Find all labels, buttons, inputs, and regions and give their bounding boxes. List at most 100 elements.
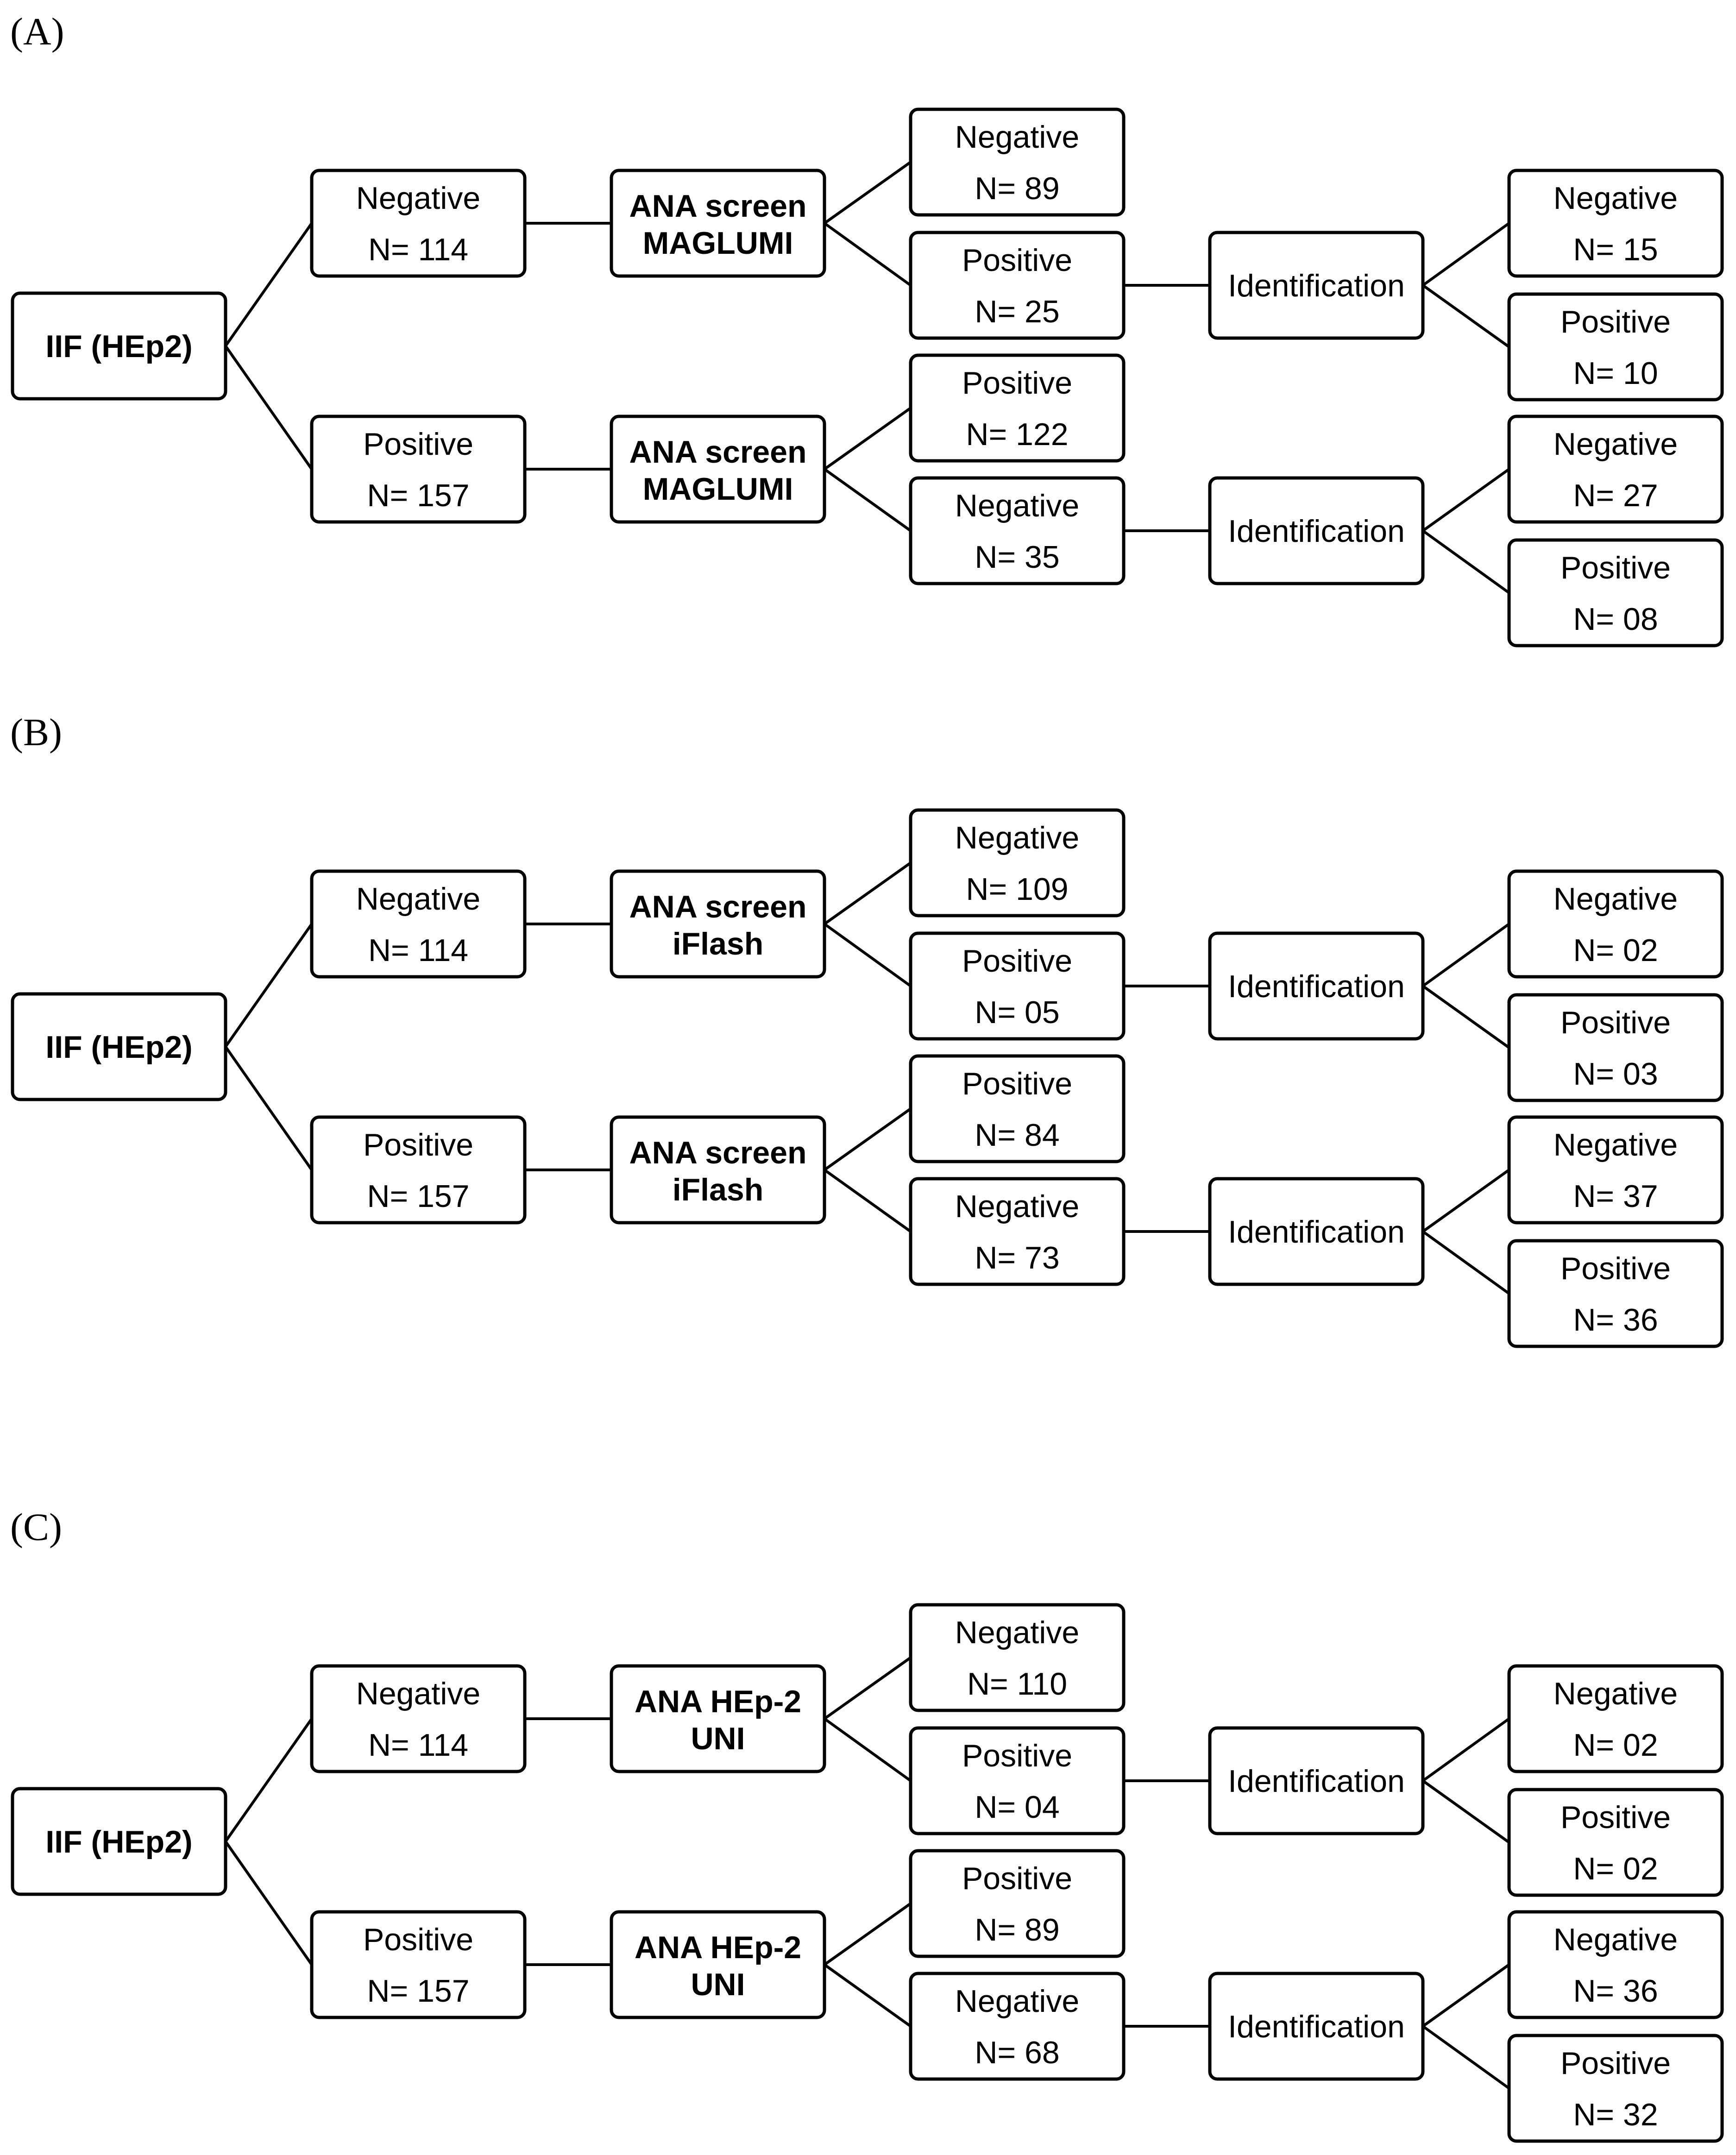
- assay-result-lower-box-text-2: N= 25: [975, 294, 1059, 329]
- identification-result-upper-box-text-1: Negative: [1554, 1676, 1678, 1711]
- assay-result-upper-box-text-1: Negative: [955, 119, 1079, 155]
- root-box-iif: IIF (HEp2): [11, 1787, 227, 1896]
- identification-box: Identification: [1208, 231, 1425, 340]
- identification-box: Identification: [1208, 476, 1425, 585]
- root-box-iif-text-1: IIF (HEp2): [45, 1030, 192, 1065]
- assay-box-text-1: ANA HEp-2: [635, 1684, 801, 1719]
- connector-identification-upper: [1422, 222, 1510, 287]
- connector-assay-to-lower: [824, 1717, 912, 1782]
- connector-identification-lower: [1422, 1230, 1510, 1295]
- assay-box-text-2: MAGLUMI: [643, 471, 793, 507]
- root-box-iif-text-1: IIF (HEp2): [45, 329, 192, 364]
- assay-result-upper-box-text-2: N= 110: [967, 1666, 1067, 1702]
- identification-result-lower-box-text-1: Positive: [1560, 1251, 1671, 1286]
- assay-result-lower-box-text-1: Positive: [962, 243, 1072, 278]
- connector-assay-to-lower: [824, 1169, 912, 1233]
- connector-identification-upper: [1422, 1963, 1510, 2028]
- connector-root-to-result: [224, 923, 313, 1048]
- assay-result-lower-box: Negative N= 68: [909, 1972, 1126, 2081]
- assay-result-upper-box-text-2: N= 122: [966, 417, 1068, 452]
- identification-result-upper-box-text-2: N= 02: [1573, 933, 1658, 968]
- connector-identification-lower: [1422, 529, 1510, 594]
- connector-assay-to-upper: [824, 1656, 912, 1720]
- connector-assay-to-lower: [824, 1963, 912, 2028]
- connector-assay-to-lower: [824, 222, 912, 287]
- assay-box-text-2: iFlash: [673, 926, 764, 961]
- assay-result-upper-box-text-1: Negative: [955, 1615, 1079, 1650]
- iif-result-box-text-1: Negative: [356, 881, 480, 917]
- connector-root-to-result: [224, 1718, 313, 1842]
- connector-root-to-result: [224, 222, 313, 347]
- assay-result-lower-box-text-1: Positive: [962, 943, 1072, 979]
- identification-box-text-1: Identification: [1228, 1214, 1405, 1250]
- assay-result-upper-box-text-1: Negative: [955, 820, 1079, 855]
- iif-result-box-text-1: Positive: [363, 1127, 473, 1162]
- connector-assay-to-upper: [824, 161, 912, 225]
- assay-result-upper-box-text-2: N= 84: [975, 1118, 1059, 1153]
- connector-identification-upper: [1422, 1169, 1510, 1233]
- identification-result-lower-box-text-2: N= 03: [1573, 1056, 1658, 1092]
- identification-result-lower-box-text-2: N= 32: [1573, 2097, 1658, 2132]
- assay-box-text-1: ANA screen: [629, 889, 807, 924]
- connector-assay-to-upper: [824, 1107, 912, 1171]
- iif-result-box-text-2: N= 157: [367, 1179, 469, 1214]
- connector-assay-to-upper: [824, 861, 912, 925]
- identification-result-lower-box-text-2: N= 02: [1573, 1851, 1658, 1886]
- assay-box-text-2: UNI: [691, 1967, 745, 2002]
- identification-result-upper-box-text-1: Negative: [1554, 427, 1678, 462]
- assay-result-upper-box-text-1: Positive: [962, 1861, 1072, 1896]
- identification-box: Identification: [1208, 1177, 1425, 1286]
- iif-result-box-text-1: Negative: [356, 181, 480, 216]
- identification-box-text-1: Identification: [1228, 969, 1405, 1004]
- identification-box: Identification: [1208, 931, 1425, 1041]
- connector-root-to-result: [224, 1841, 313, 1966]
- root-box-iif: IIF (HEp2): [11, 992, 227, 1101]
- assay-result-upper-box-text-2: N= 109: [966, 872, 1068, 907]
- assay-result-lower-box-text-2: N= 04: [975, 1790, 1059, 1825]
- assay-result-lower-box-text-1: Negative: [955, 488, 1079, 523]
- root-box-iif: IIF (HEp2): [11, 291, 227, 401]
- identification-result-upper-box-text-1: Negative: [1554, 1127, 1678, 1162]
- assay-box-text-1: ANA screen: [629, 1135, 807, 1170]
- assay-box-text-1: ANA screen: [629, 188, 807, 224]
- identification-result-lower-box-text-1: Positive: [1560, 2046, 1671, 2081]
- iif-result-box: Negative N= 114: [310, 169, 527, 278]
- panel-label: (B): [10, 711, 62, 754]
- identification-result-upper-box: Negative N= 02: [1507, 869, 1724, 979]
- root-box-iif-text-1: IIF (HEp2): [45, 1824, 192, 1860]
- iif-result-box: Positive N= 157: [310, 1115, 527, 1225]
- assay-box-text-2: iFlash: [673, 1172, 764, 1207]
- assay-result-lower-box: Positive N= 25: [909, 231, 1126, 340]
- iif-result-box-text-2: N= 114: [368, 232, 468, 267]
- connector-assay-to-upper: [824, 1902, 912, 1966]
- identification-result-upper-box-text-1: Negative: [1554, 881, 1678, 917]
- assay-result-lower-box-text-1: Negative: [955, 1984, 1079, 2019]
- identification-box-text-1: Identification: [1228, 268, 1405, 303]
- identification-result-upper-box-text-2: N= 15: [1573, 232, 1658, 267]
- identification-result-lower-box-text-1: Positive: [1560, 1800, 1671, 1835]
- assay-result-lower-box-text-2: N= 68: [975, 2035, 1059, 2070]
- connector-root-to-result: [224, 345, 313, 470]
